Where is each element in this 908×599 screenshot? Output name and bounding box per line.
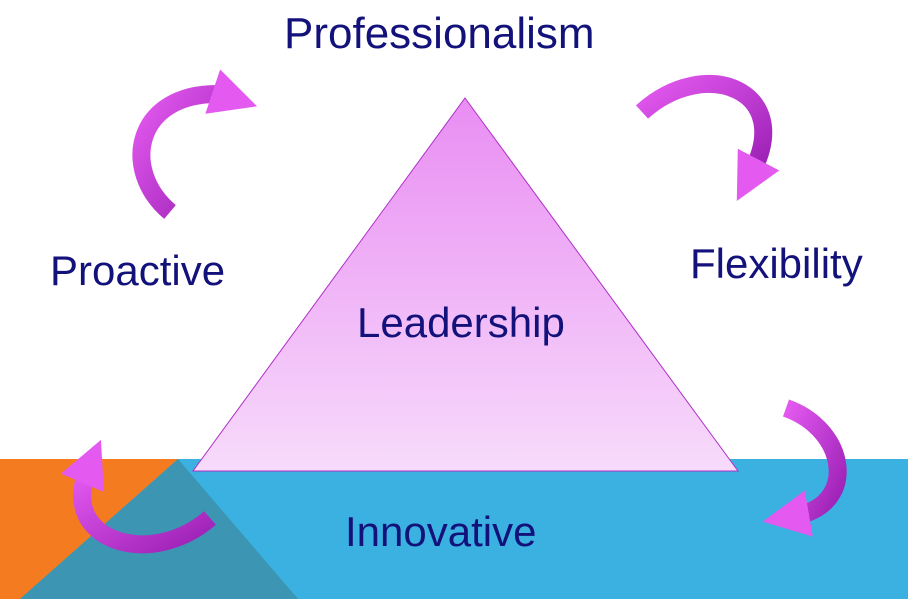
- curved-arrow-icon: [635, 75, 780, 202]
- proactive-label: Proactive: [50, 247, 226, 294]
- curved-arrow-icon: [762, 399, 847, 537]
- flexibility-label: Flexibility: [690, 240, 863, 287]
- curved-arrow-icon: [60, 439, 216, 554]
- curved-arrow-icon: [132, 69, 258, 219]
- leadership-triangle: [192, 97, 739, 472]
- innovative-label: Innovative: [345, 508, 537, 555]
- leadership-label: Leadership: [357, 299, 565, 346]
- professionalism-label: Professionalism: [284, 9, 595, 58]
- overlap-corner: [20, 459, 298, 599]
